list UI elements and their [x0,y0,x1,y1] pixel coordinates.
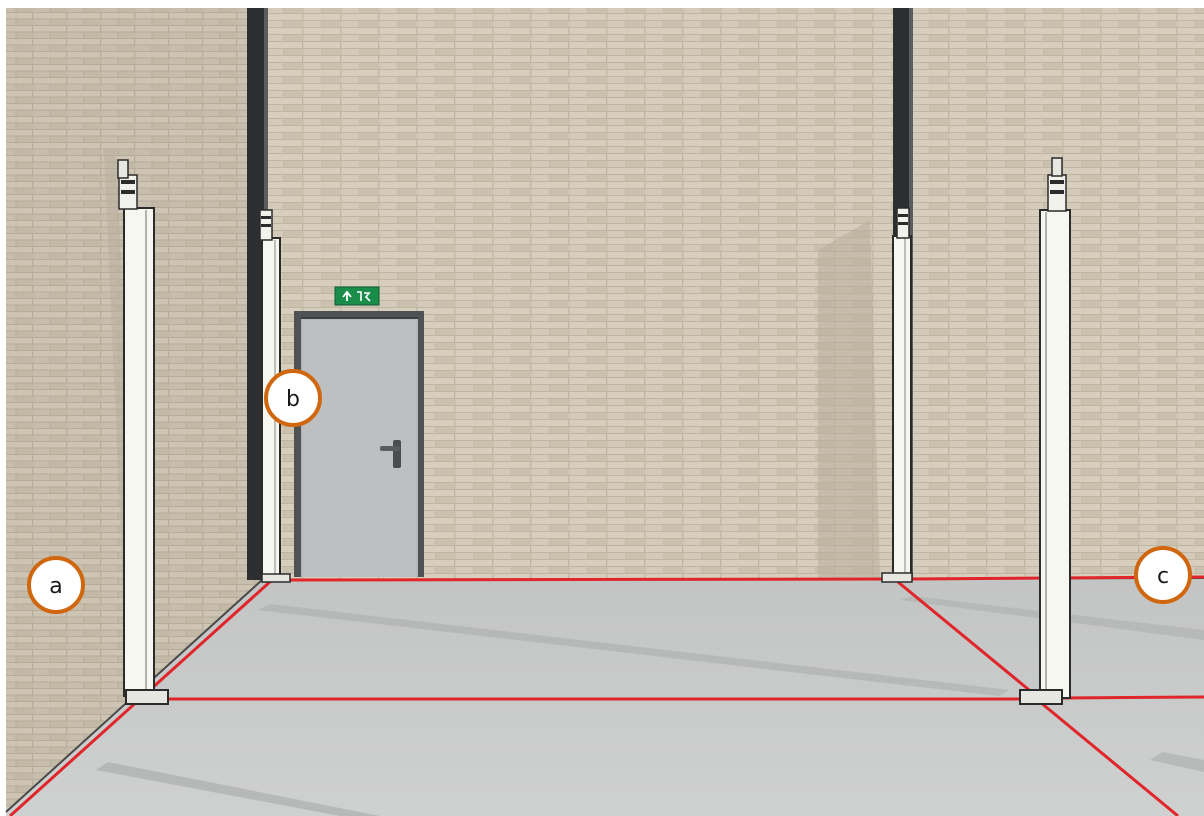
marker-c: c [1136,548,1190,602]
exit-door [294,311,424,577]
marker-a-label: a [49,574,62,599]
exit-sign-icon [335,287,379,305]
marker-b: b [266,371,320,425]
marker-c-label: c [1157,564,1169,589]
column-shadow-back-wall [818,220,880,578]
marker-a: a [29,558,83,612]
marker-b-label: b [286,387,300,412]
